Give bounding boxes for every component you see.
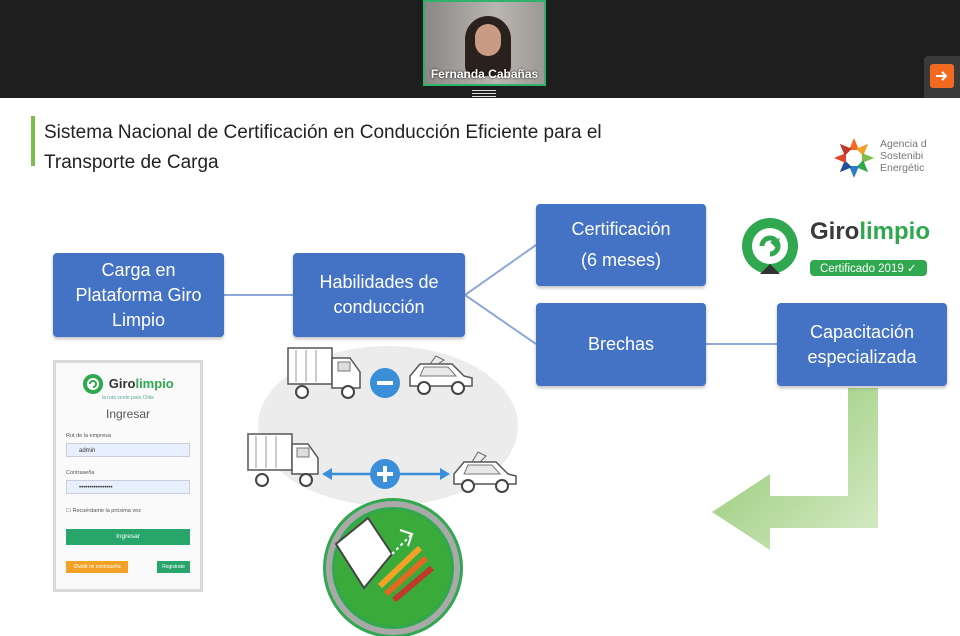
participant-video-tile[interactable]: Fernanda Cabañas <box>423 0 546 86</box>
box-brechas: Brechas <box>536 303 706 386</box>
login-logo: Girolimpio la ruta verde para Chile <box>56 373 200 401</box>
participant-name: Fernanda Cabañas <box>430 67 539 81</box>
participant-face <box>475 24 501 56</box>
rut-input[interactable]: admin <box>66 443 190 457</box>
remember-checkbox[interactable]: ☐ Recuérdame la próxima vez <box>66 508 141 514</box>
login-submit-button[interactable]: Ingresar <box>66 529 190 545</box>
certificado-badge: Certificado 2019 ✓ <box>810 260 927 276</box>
car-icon-top <box>409 355 473 395</box>
agency-name: Agencia d Sostenibi Energétic <box>880 138 927 174</box>
drag-handle[interactable] <box>472 88 496 98</box>
presentation-slide: Sistema Nacional de Certificación en Con… <box>0 98 960 636</box>
title-accent-bar <box>31 116 35 166</box>
forgot-password-button[interactable]: Olvidé mi contraseña <box>66 561 128 573</box>
giro-limpio-logo: Girolimpio Certificado 2019 ✓ <box>740 218 930 283</box>
diagram-connectors <box>224 244 878 636</box>
car-icon-bottom <box>453 451 517 493</box>
box-habilidades: Habilidades de conducción <box>293 253 465 337</box>
return-arrow-icon <box>712 388 878 550</box>
box-carga-plataforma: Carga en Plataforma Giro Limpio <box>53 253 224 337</box>
register-button[interactable]: Registrate <box>157 561 190 573</box>
truck-icon-top <box>287 347 361 399</box>
arrow-right-icon[interactable] <box>930 64 954 88</box>
eco-pedal-icon <box>323 498 463 636</box>
password-input[interactable]: •••••••••••••••• <box>66 480 190 494</box>
giro-limpio-emblem-icon <box>742 218 798 274</box>
giro-limpio-wordmark: Girolimpio <box>810 218 931 245</box>
login-screenshot: Girolimpio la ruta verde para Chile Ingr… <box>53 360 203 592</box>
slide-title-line2: Transporte de Carga <box>44 152 219 173</box>
password-label: Contraseña <box>66 470 95 476</box>
slide-title-line1: Sistema Nacional de Certificación en Con… <box>44 122 602 143</box>
truck-icon-bottom <box>247 433 319 487</box>
login-heading: Ingresar <box>105 407 151 421</box>
login-logo-icon <box>83 374 104 394</box>
connector-habilidades-certificacion <box>464 244 537 296</box>
box-certificacion: Certificación (6 meses) <box>536 204 706 286</box>
rut-label: Rut de la empresa <box>66 433 111 439</box>
slide-title: Sistema Nacional de Certificación en Con… <box>44 118 744 178</box>
agency-logo: Agencia d Sostenibi Energétic <box>832 136 927 185</box>
connector-habilidades-brechas <box>464 294 537 345</box>
meeting-top-bar: Fernanda Cabañas <box>0 0 960 97</box>
box-capacitacion: Capacitación especializada <box>777 303 947 386</box>
agency-sun-icon <box>834 138 874 178</box>
